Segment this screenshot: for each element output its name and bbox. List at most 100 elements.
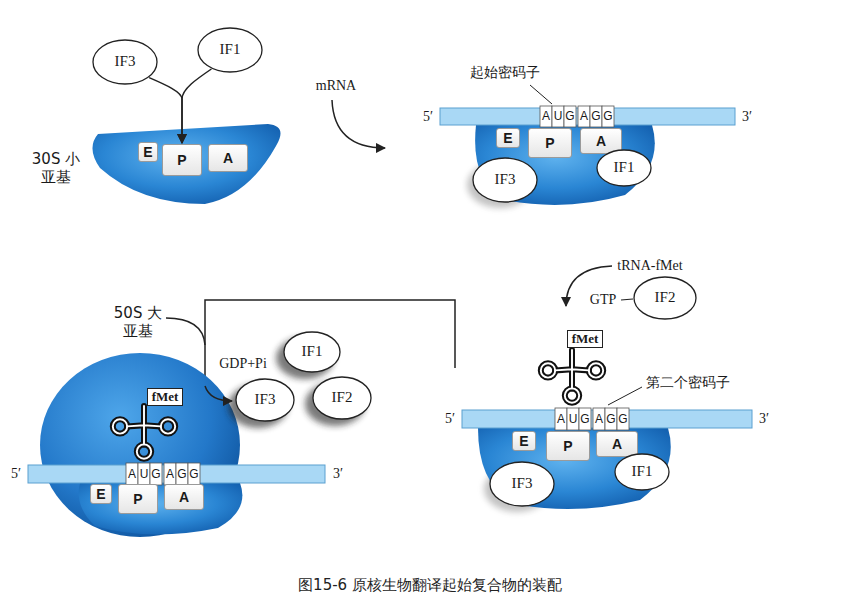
leader-line [608,387,642,405]
node-text: IF3 [512,475,533,492]
node-text: P [545,135,554,151]
strand-end: 3′ [759,411,769,428]
amino-acid-tag: fMet [147,388,184,407]
codon-cells [555,408,629,430]
strand-end: 5′ [445,411,455,428]
node-text: IF1 [632,463,653,480]
node-text: IF3 [495,171,516,188]
subunit-name: 30S 小亚基 [30,150,82,186]
ribosome-site: P [162,144,202,176]
ribosome-site: A [596,431,638,457]
node-text: IF2 [332,389,353,406]
node-text: E [96,486,105,502]
ellipse-shape [473,158,537,202]
initiation-factor: IF1 [614,453,670,491]
ellipse-shape [597,150,651,186]
amino-acid-tag: fMet [567,330,604,349]
ribosome-site: E [496,128,520,148]
codon-base: G [603,109,612,123]
node-text: IF3 [115,53,136,70]
codon-base: A [557,412,565,426]
mrna-strand [462,410,752,428]
ribosome-site: A [164,484,204,510]
ellipse-shape [236,379,294,421]
trna-symbol [113,406,175,459]
ellipse-shape [93,40,157,84]
node-text: IF2 [655,289,676,306]
codon-base: A [595,412,603,426]
initiation-factor: IF2 [312,376,372,420]
ellipse-shape [490,462,554,506]
leader-line [530,85,552,104]
codon-cells [126,463,200,485]
strand-end: 3′ [333,466,343,483]
node-text: A [223,150,233,166]
ribosome-site: A [208,144,248,172]
step-arrow [332,100,385,148]
molecule-name: mRNA [316,78,356,95]
subunit-name: 50S 大亚基 [112,304,164,340]
initiation-factor: IF1 [197,27,263,73]
ribosome-site: E [138,142,158,162]
gtp-link [621,299,633,300]
strand-end: 5′ [11,466,21,483]
codon-base: G [618,412,627,426]
codon-base: A [580,109,588,123]
ellipse-shape [313,377,371,419]
codon-base: G [151,467,160,481]
codon-base: G [606,412,615,426]
codon-base: U [554,109,563,123]
annotation: 第二个密码子 [646,374,730,391]
binding-arrow [149,78,182,143]
node-text: IF3 [255,391,276,408]
initiation-factor: IF3 [472,157,538,203]
small-subunit [92,124,280,204]
figure-caption: 图15-6 原核生物翻译起始复合物的装配 [298,576,562,595]
ellipse-shape [615,454,669,490]
ribosome-site: E [90,484,112,504]
initiation-factor: IF1 [596,149,652,187]
node-text: A [612,436,622,452]
ellipse-shape [198,28,262,72]
release-arrow [205,386,232,401]
ribosome-site: E [512,431,536,451]
initiation-factor: IF3 [235,378,295,422]
small-subunit [478,428,671,509]
initiation-factor: IF3 [92,39,158,85]
binding-arrow [182,69,211,143]
codon-base: A [166,467,174,481]
codon-base: G [580,412,589,426]
codon-base: A [542,109,550,123]
initiation-factor: IF1 [283,331,341,373]
molecule-name: GTP [590,292,616,309]
node-text: E [143,144,152,160]
initiation-factor: IF2 [633,276,697,320]
node-text: P [133,491,142,507]
trna-symbol [541,350,603,403]
ribosome-site: A [580,128,622,154]
node-text: P [563,438,572,454]
annotation: 起始密码子 [470,64,540,81]
ellipse-shape [284,332,340,372]
node-text: E [503,130,512,146]
node-text: A [179,489,189,505]
codon-base: A [128,467,136,481]
molecule-name: tRNA-fMet [617,258,682,275]
codon-base: G [565,109,574,123]
strand-end: 3′ [742,109,752,126]
node-text: A [596,133,606,149]
ribosome-site: P [118,484,158,514]
codon-cells [540,106,614,127]
join-curve [166,318,205,345]
codon-base: G [177,467,186,481]
node-text: E [519,433,528,449]
codon-base: U [140,467,149,481]
node-text: fMet [572,332,599,347]
mrna-strand [440,108,735,125]
codon-base: U [569,412,578,426]
molecule-name: GDP+Pi [219,356,267,373]
node-text: IF1 [302,343,323,360]
node-text: IF1 [614,159,635,176]
